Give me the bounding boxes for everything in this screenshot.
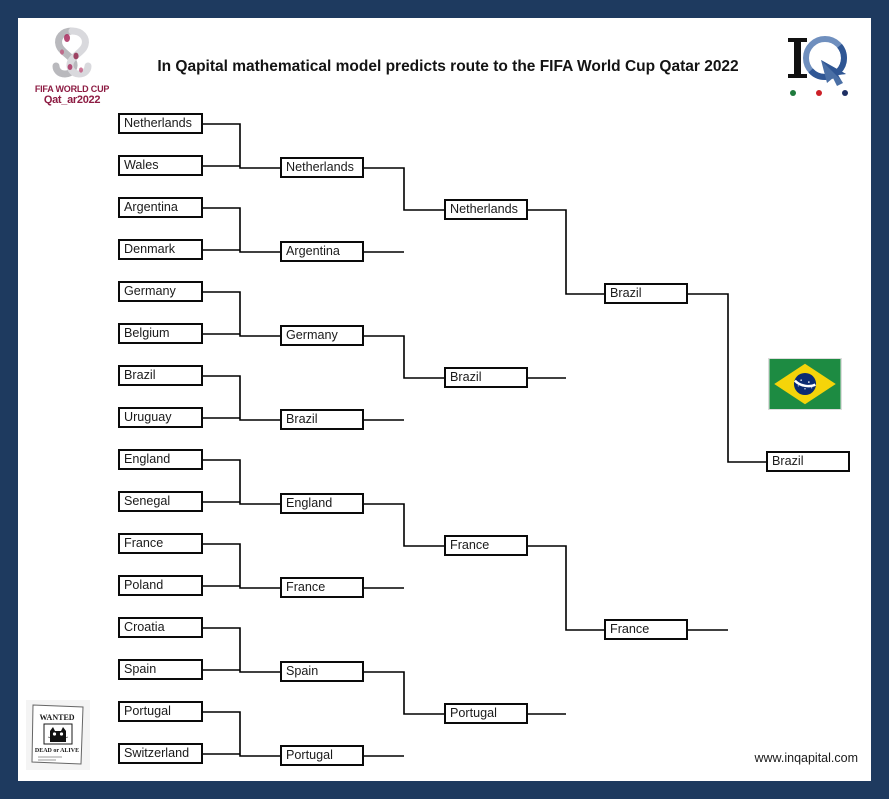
website-url[interactable]: www.inqapital.com (754, 751, 858, 765)
in-qapital-logo[interactable] (780, 28, 860, 110)
bracket-node-r16-15[interactable]: Portugal (118, 701, 203, 722)
bracket-node-r16-16[interactable]: Switzerland (118, 743, 203, 764)
bracket-node-r16-10[interactable]: Senegal (118, 491, 203, 512)
bracket-node-sfq-1[interactable]: Netherlands (444, 199, 528, 220)
bracket-node-r16-7[interactable]: Brazil (118, 365, 203, 386)
poster-canvas: FIFA WORLD CUP Qat_ar2022 In Qapital mat… (18, 18, 871, 781)
bracket-node-sf-2[interactable]: France (604, 619, 688, 640)
bracket-node-qf-4[interactable]: Brazil (280, 409, 364, 430)
iq-logo-dots (786, 90, 854, 100)
brazil-flag-icon (768, 358, 842, 410)
fifa-emblem-icon (52, 27, 92, 78)
bracket-node-r16-5[interactable]: Germany (118, 281, 203, 302)
iq-monogram-icon (788, 36, 847, 86)
bracket-node-r16-9[interactable]: England (118, 449, 203, 470)
bracket-node-qf-8[interactable]: Portugal (280, 745, 364, 766)
bracket-node-qf-3[interactable]: Germany (280, 325, 364, 346)
fifa-logo-line2: Qat_ar2022 (43, 94, 101, 106)
wanted-dead-or-alive-cat-poster: WANTED DEAD or ALIVE (26, 700, 90, 770)
iq-dot-navy (842, 90, 848, 96)
bracket-node-winner[interactable]: Brazil (766, 451, 850, 472)
bracket-node-sf-1[interactable]: Brazil (604, 283, 688, 304)
page-title: In Qapital mathematical model predicts r… (157, 58, 739, 75)
bracket-node-r16-1[interactable]: Netherlands (118, 113, 203, 134)
bracket-connector-lines (203, 123, 766, 757)
bracket-node-r16-12[interactable]: Poland (118, 575, 203, 596)
bracket-node-r16-2[interactable]: Wales (118, 155, 203, 176)
bracket-node-r16-11[interactable]: France (118, 533, 203, 554)
bracket-node-qf-5[interactable]: England (280, 493, 364, 514)
bracket-node-sfq-3[interactable]: France (444, 535, 528, 556)
bracket-node-r16-3[interactable]: Argentina (118, 197, 203, 218)
bracket-node-r16-13[interactable]: Croatia (118, 617, 203, 638)
svg-text:WANTED: WANTED (39, 713, 74, 722)
bracket-node-r16-8[interactable]: Uruguay (118, 407, 203, 428)
iq-dot-green (790, 90, 796, 96)
bracket-node-r16-14[interactable]: Spain (118, 659, 203, 680)
bracket-node-qf-6[interactable]: France (280, 577, 364, 598)
iq-dot-red (816, 90, 822, 96)
bracket-node-sfq-4[interactable]: Portugal (444, 703, 528, 724)
bracket-node-qf-2[interactable]: Argentina (280, 241, 364, 262)
bracket-node-r16-6[interactable]: Belgium (118, 323, 203, 344)
bracket-node-sfq-2[interactable]: Brazil (444, 367, 528, 388)
bracket-node-r16-4[interactable]: Denmark (118, 239, 203, 260)
bracket-node-qf-7[interactable]: Spain (280, 661, 364, 682)
tournament-bracket: Netherlands Wales Argentina Denmark Germ… (18, 18, 871, 781)
fifa-world-cup-logo: FIFA WORLD CUP Qat_ar2022 (26, 26, 118, 112)
svg-text:DEAD or ALIVE: DEAD or ALIVE (35, 748, 79, 754)
fifa-logo-line1: FIFA WORLD CUP (34, 84, 110, 94)
bracket-node-qf-1[interactable]: Netherlands (280, 157, 364, 178)
